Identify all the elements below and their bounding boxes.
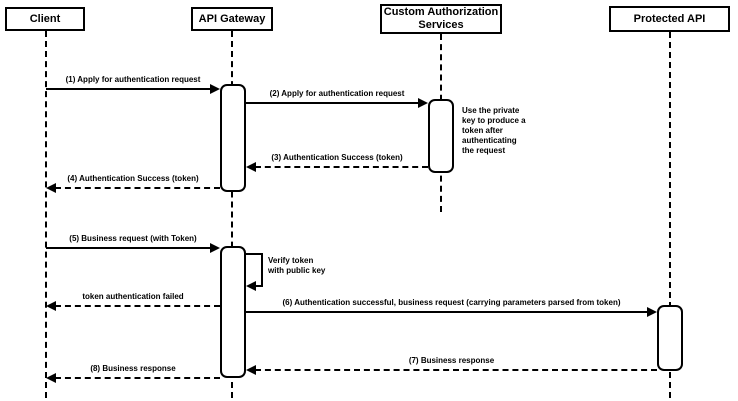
message-fail-line <box>55 305 220 307</box>
arrowhead-right-icon <box>210 84 220 94</box>
lifeline-protected-api <box>669 32 671 398</box>
message-2-line <box>246 102 419 104</box>
arrowhead-left-icon <box>246 365 256 375</box>
lifeline-api-gateway <box>231 31 233 398</box>
self-message-label: Verify token with public key <box>268 256 326 275</box>
message-1-line <box>46 88 211 90</box>
arrowhead-right-icon <box>647 307 657 317</box>
message-5-label: (5) Business request (with Token) <box>69 234 197 243</box>
activation-api-gateway-auth <box>220 84 246 192</box>
participant-protected-api: Protected API <box>609 6 730 32</box>
participant-client: Client <box>5 7 85 31</box>
arrowhead-left-icon <box>46 183 56 193</box>
participant-custom-authorization-services: Custom Authorization Services <box>380 4 502 34</box>
message-6-label: (6) Authentication successful, business … <box>282 298 621 307</box>
arrowhead-left-icon <box>246 281 256 291</box>
self-message-right-line <box>261 253 263 287</box>
message-8-label: (8) Business response <box>90 364 176 373</box>
message-3-line <box>255 166 428 168</box>
self-message-bottom-line <box>256 285 263 287</box>
arrowhead-left-icon <box>46 301 56 311</box>
arrowhead-left-icon <box>46 373 56 383</box>
arrowhead-right-icon <box>210 243 220 253</box>
message-7-label: (7) Business response <box>408 356 495 365</box>
note-private-key: Use the private key to produce a token a… <box>462 106 526 155</box>
message-4-line <box>55 187 220 189</box>
message-5-line <box>46 247 211 249</box>
message-2-label: (2) Apply for authentication request <box>269 89 405 98</box>
activation-custom-authorization-services <box>428 99 454 173</box>
participant-api-gateway: API Gateway <box>191 7 273 31</box>
message-3-label: (3) Authentication Success (token) <box>271 153 403 162</box>
arrowhead-right-icon <box>418 98 428 108</box>
message-1-label: (1) Apply for authentication request <box>65 75 201 84</box>
self-message-top-line <box>246 253 263 255</box>
message-7-line <box>255 369 657 371</box>
activation-protected-api <box>657 305 683 371</box>
message-6-line <box>246 311 648 313</box>
message-4-label: (4) Authentication Success (token) <box>67 174 199 183</box>
lifeline-client <box>45 31 47 398</box>
activation-api-gateway-business <box>220 246 246 378</box>
message-8-line <box>55 377 220 379</box>
arrowhead-left-icon <box>246 162 256 172</box>
message-fail-label: token authentication failed <box>82 292 184 301</box>
